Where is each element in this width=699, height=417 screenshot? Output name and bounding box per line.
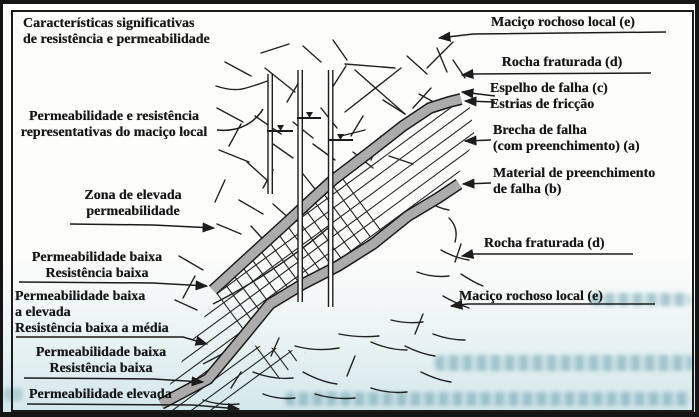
water-table-icon — [328, 134, 353, 141]
arrow-fractured-rock-top — [460, 68, 652, 80]
borehole-1 — [267, 74, 293, 194]
leader-arrows — [16, 31, 667, 412]
arrow-rock-mass-bottom — [449, 299, 655, 310]
figure-title-line1: Características significativas — [23, 16, 195, 31]
arrow-high-perm-zone — [69, 222, 216, 233]
arrow-crushed-zone — [16, 335, 209, 346]
label-representative: Permeabilidade e resistência representat… — [20, 109, 208, 140]
water-table-icon — [297, 112, 321, 119]
arrow-high-perm-bottom — [26, 402, 241, 412]
arrow-fractured-rock-bottom — [460, 248, 633, 259]
arrow-slickenside-2 — [463, 96, 496, 107]
label-high-perm-zone: Zona de elevada permeabilidade — [84, 188, 182, 219]
label-upper-fault: Permeabilidade baixa Resistência baixa — [31, 250, 163, 281]
water-table-icon — [267, 125, 293, 132]
figure-title-line2: de resistência e permeabilidade — [23, 32, 210, 47]
label-crushed-zone: Permeabilidade baixa a elevada Resistênc… — [15, 289, 169, 336]
geology-diagram — [16, 31, 667, 412]
label-lower-fault: Permeabilidade baixa Resistência baixa — [35, 345, 167, 376]
arrow-breccia — [463, 135, 492, 146]
label-breccia: Brecha de falha (com preenchimento) (a) — [493, 123, 640, 154]
label-slickenside: Espelho de falha (c) Estrias de fricção — [490, 81, 608, 112]
arrow-gouge — [461, 178, 492, 189]
fault-band-upper — [208, 93, 463, 295]
fault-band-lower — [158, 179, 463, 410]
label-gouge: Material de preenchimento de falha (b) — [493, 166, 656, 197]
arrow-rock-mass-top — [437, 31, 667, 42]
label-fractured-rock-bottom: Rocha fraturada (d) — [484, 236, 605, 251]
label-rock-mass-top: Maciço rochoso local (e) — [491, 15, 635, 30]
borehole-3 — [327, 70, 353, 307]
fracture-network — [174, 39, 484, 406]
label-high-perm-bottom: Permeabilidade elevada — [29, 387, 172, 402]
borehole-2 — [297, 70, 321, 302]
arrow-slickenside-1 — [460, 88, 496, 99]
label-rock-mass-bottom: Maciço rochoso local (e) — [459, 289, 603, 304]
figure-inner-border — [11, 10, 694, 412]
label-fractured-rock-top: Rocha fraturada (d) — [501, 55, 623, 70]
arrow-upper-fault — [18, 280, 209, 291]
arrow-lower-fault — [23, 376, 205, 387]
figure-title: Características significativas de resist… — [23, 16, 210, 48]
leader-representative — [216, 108, 264, 132]
